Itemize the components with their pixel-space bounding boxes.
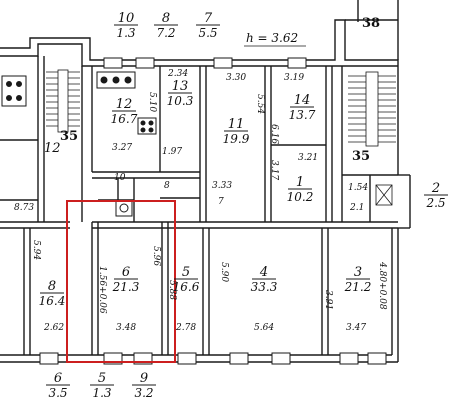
- room-label-6b: 63.5: [46, 371, 70, 400]
- dimension: 8.73: [14, 203, 34, 213]
- room-number: 14: [294, 93, 311, 108]
- dimension: 3.19: [284, 73, 304, 83]
- dimension: 1.56+0.06: [97, 266, 107, 314]
- room-number: 5: [182, 265, 190, 280]
- room-number: 12: [116, 97, 133, 112]
- dimension: 5.90: [219, 262, 229, 282]
- dimension: 3.47: [346, 323, 366, 333]
- room-label-2: 22.5: [424, 181, 448, 210]
- room-area: 10.3: [167, 94, 194, 108]
- room-area: 19.9: [223, 132, 250, 146]
- dimension: 1.54: [348, 183, 368, 193]
- room-area: 1.3: [92, 386, 111, 400]
- room-number: 11: [228, 117, 245, 132]
- room-area: 3.5: [48, 386, 67, 400]
- room-number: 6: [122, 265, 130, 280]
- room-label-7: 75.5: [196, 11, 220, 40]
- room-number: 8: [48, 279, 56, 294]
- room-area: 10.2: [287, 190, 314, 204]
- stair-35-left-label: 35: [60, 129, 78, 144]
- room-labels: 101.387.275.51216.71310.31119.91413.7110…: [39, 11, 448, 400]
- windows: [39, 57, 387, 365]
- room-label-10: 101.3: [114, 11, 138, 40]
- room-area: 13.7: [289, 108, 316, 122]
- room-label-8: 816.4: [39, 279, 66, 308]
- room-number: 3: [354, 265, 362, 280]
- room-number: 1: [296, 175, 304, 190]
- room-area: 21.2: [344, 280, 372, 294]
- room-label-1: 110.2: [287, 175, 314, 204]
- room-number: 8: [162, 11, 170, 26]
- room-area: 21.3: [112, 280, 140, 294]
- room-number: 9: [140, 371, 148, 386]
- dimension: 2.34: [167, 69, 188, 79]
- dimension-labels: 2.34 3.30 3.19 5.10 3.27 1.97 5.54 6.16 …: [14, 69, 387, 333]
- room-label-9: 93.2: [132, 371, 156, 400]
- room-label-4: 433.3: [251, 265, 278, 294]
- dimension: 5.96: [151, 246, 161, 266]
- dimension: 3.17: [269, 160, 279, 180]
- room-number: 7: [204, 11, 213, 26]
- left-stair: [46, 69, 80, 133]
- dimension: 5.88: [167, 280, 177, 300]
- dimension: 2.1: [349, 203, 364, 213]
- stair-35-right-label: 35: [352, 149, 370, 164]
- dimension: 3.91: [323, 290, 333, 310]
- highlight-box: [66, 200, 176, 363]
- room-area: 16.7: [111, 112, 138, 126]
- room-number: 4: [259, 265, 268, 280]
- dimension: 5.64: [254, 323, 274, 333]
- room-area: 33.3: [251, 280, 278, 294]
- room-number: 6: [54, 371, 62, 386]
- dimension: 1.97: [162, 147, 182, 157]
- ceiling-height: h = 3.62: [246, 31, 298, 45]
- dimension: 6.16: [269, 124, 279, 144]
- stove-icons: [1, 71, 157, 217]
- room-7-mid-label: 7: [218, 197, 224, 207]
- stair-12-label: 12: [44, 141, 61, 156]
- room-label-6: 621.3: [112, 265, 140, 294]
- right-stair: [348, 71, 396, 206]
- room-label-3: 321.2: [344, 265, 372, 294]
- room-area: 7.2: [156, 26, 175, 40]
- room-number: 5: [98, 371, 106, 386]
- room-area: 16.4: [39, 294, 66, 308]
- room-label-8top: 87.2: [154, 11, 178, 40]
- room-area: 2.5: [425, 196, 445, 210]
- dimension: 5.54: [255, 94, 265, 114]
- room-number: 13: [172, 79, 189, 94]
- room-area: 16.6: [173, 280, 200, 294]
- room-area: 3.2: [134, 386, 153, 400]
- dimension: 2.78: [175, 323, 196, 333]
- dimension: 3.48: [116, 323, 136, 333]
- dimension: 5.94: [31, 240, 41, 260]
- dimension: 2.62: [43, 323, 64, 333]
- room-label-5b: 51.3: [90, 371, 114, 400]
- wc-10-label: 10: [114, 173, 126, 183]
- room-area: 1.3: [116, 26, 135, 40]
- stair-38-label: 38: [362, 16, 380, 31]
- dimension: 3.33: [212, 181, 232, 191]
- dimension: 3.21: [298, 153, 318, 163]
- dimension: 3.27: [112, 143, 132, 153]
- room-8-mid-label: 8: [164, 181, 170, 191]
- room-area: 5.5: [198, 26, 217, 40]
- dimension: 3.30: [226, 73, 246, 83]
- dimension: 5.10: [147, 92, 157, 112]
- room-number: 2: [431, 181, 440, 196]
- dimension: 4.80+0.08: [377, 261, 387, 310]
- room-number: 10: [118, 11, 135, 26]
- room-label-5: 516.6: [173, 265, 200, 294]
